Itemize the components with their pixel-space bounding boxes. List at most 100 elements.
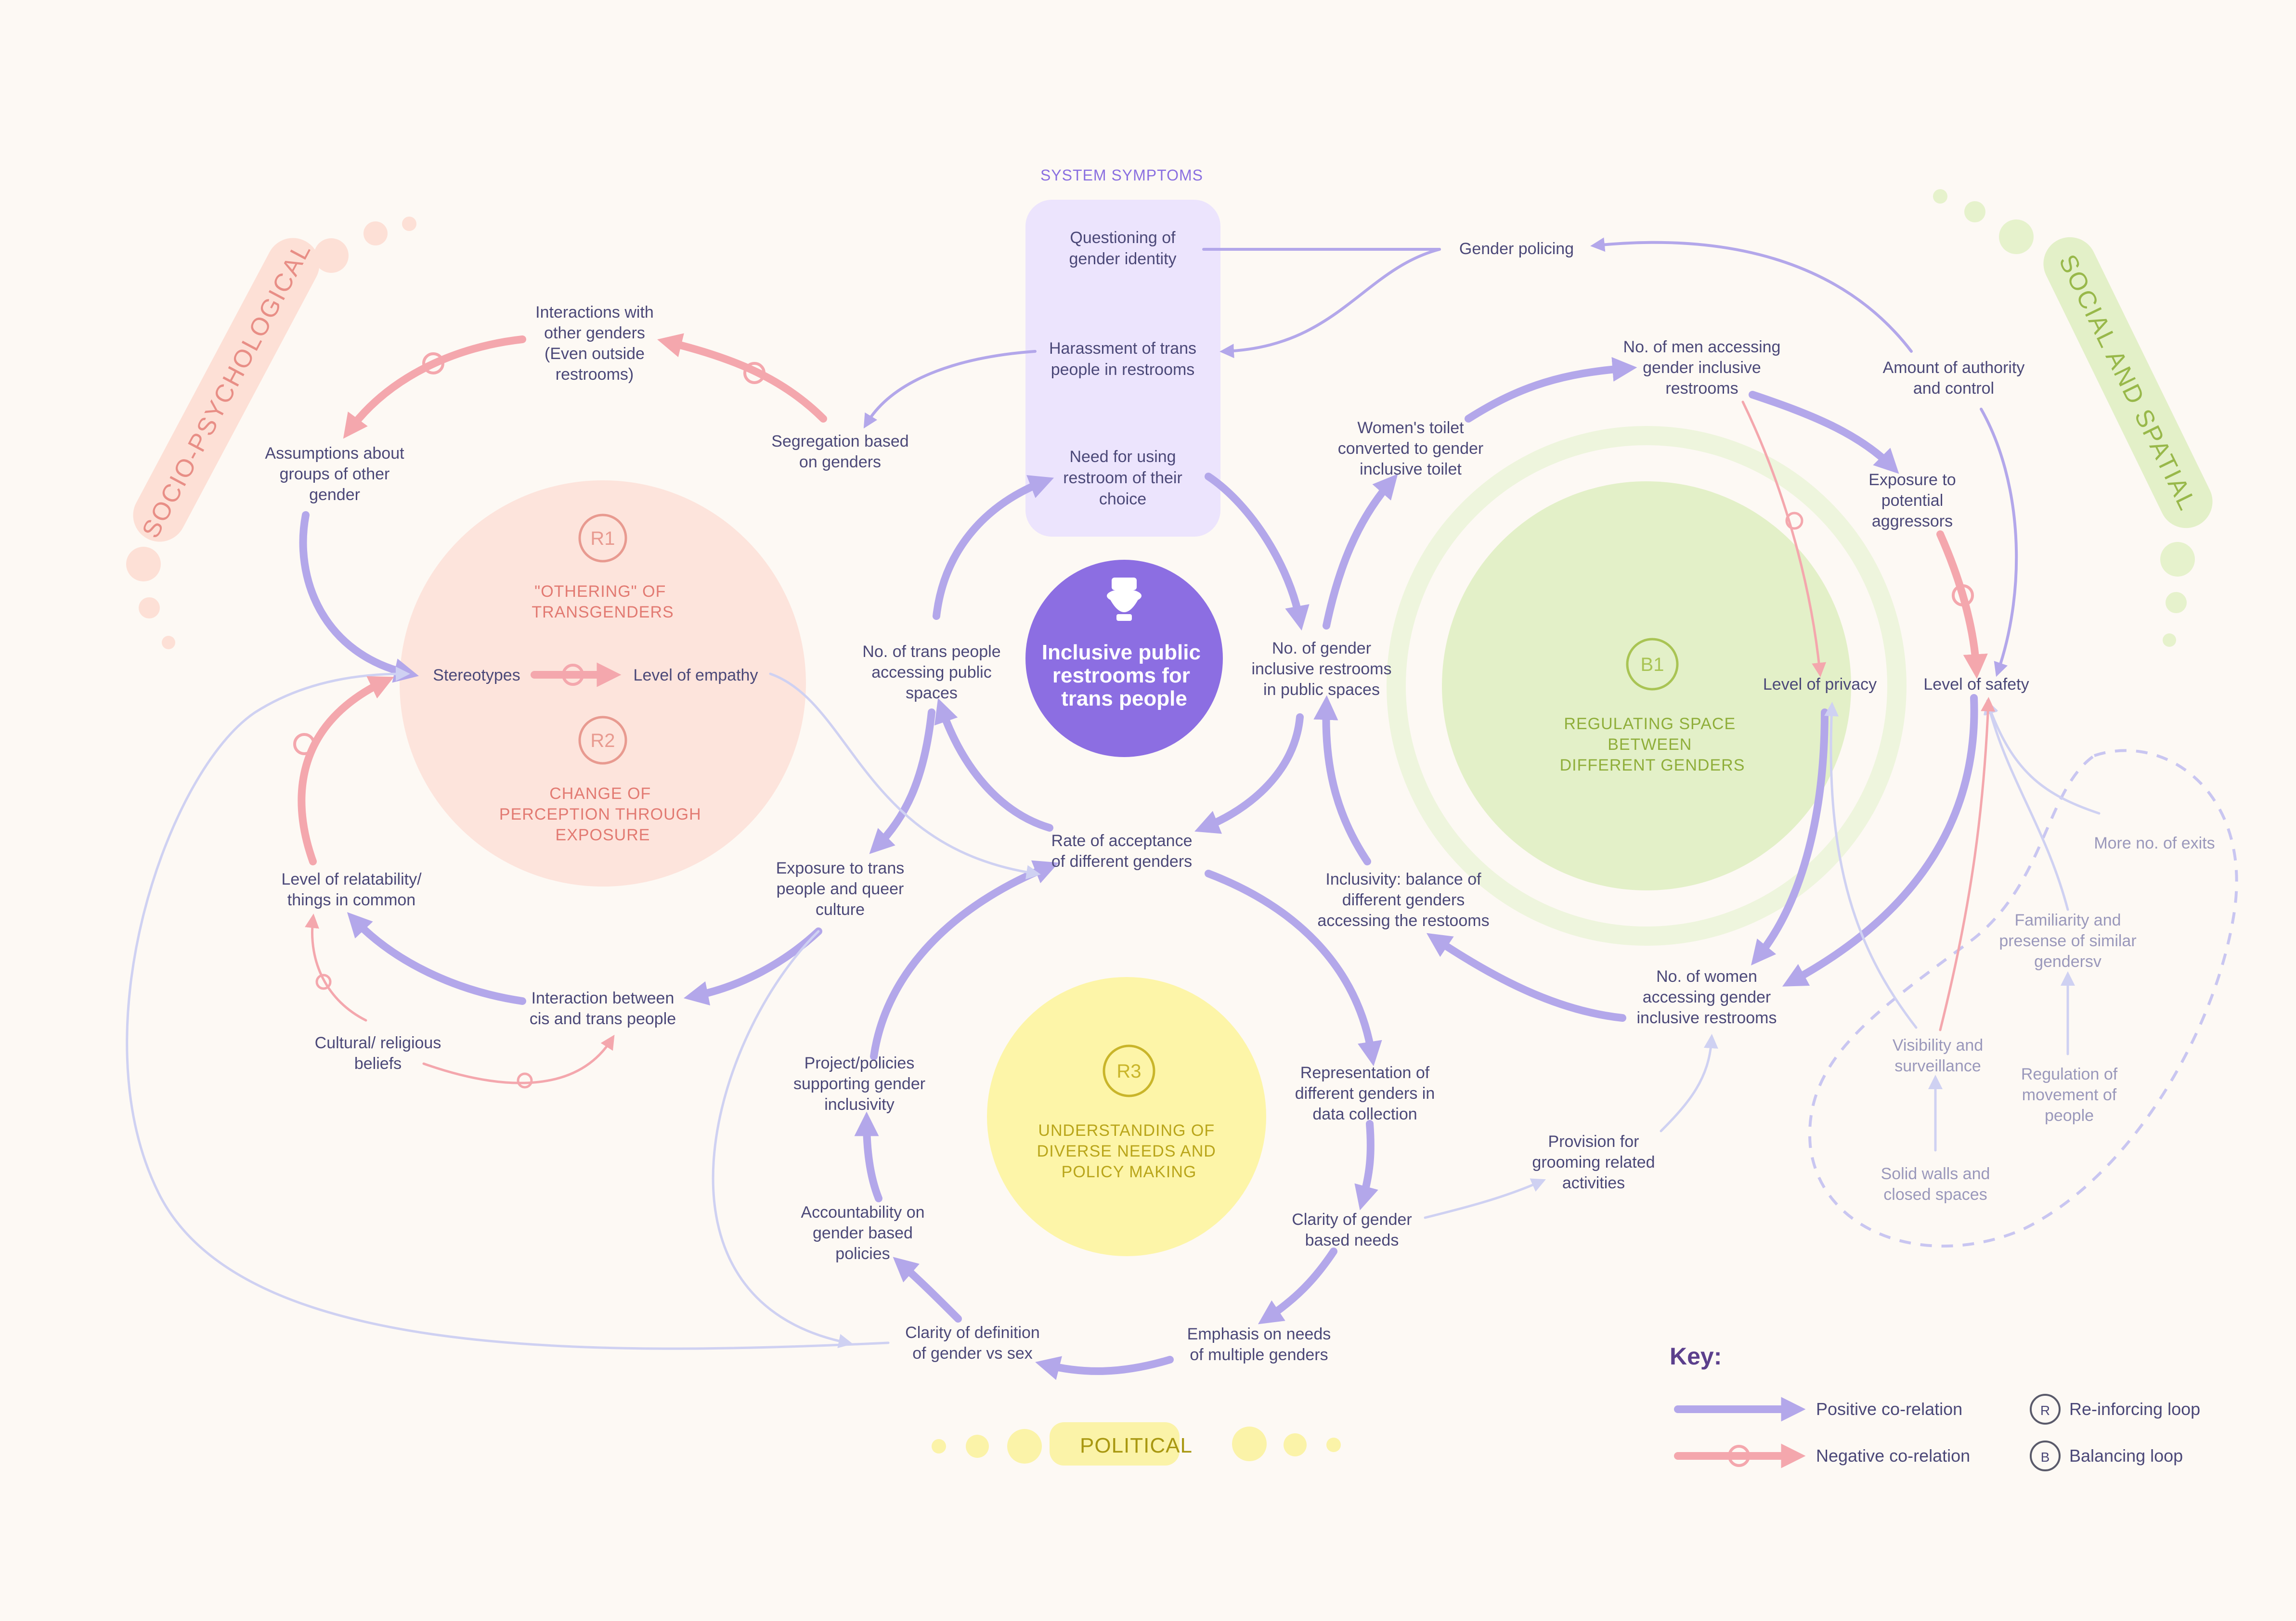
legend-balancing-symbol-text: B [2041,1450,2050,1465]
decor-dot [314,238,349,273]
loop-title-line: POLICY MAKING [1062,1163,1197,1181]
loop-title-line: BETWEEN [1608,735,1692,754]
arrow-rate-to-representation [1205,870,1382,1067]
loop-title-line: TRANSGENDERS [532,603,674,621]
loop-r2-badge-text: R2 [590,730,615,751]
legend-balancing-label: Balancing loop [2069,1446,2183,1466]
negative-marker [517,1072,533,1089]
arrow-trans-accessing-to-need [933,475,1054,620]
arrow-need-to-gender-inclusive [1205,473,1310,631]
symptom-need: Need for using restroom of their choice [1063,448,1182,508]
loop-title-line: REGULATING SPACE [1564,715,1736,733]
arrow-grooming-to-women [1660,1034,1718,1132]
decor-dot [1933,189,1947,204]
center-circle [1025,560,1223,757]
arrow-gender-inclusive-to-womens-toilet [1323,474,1398,630]
legend-positive-label: Positive co-relation [1816,1399,1962,1419]
loop-r2-title: CHANGE OF PERCEPTION THROUGH EXPOSURE [499,785,706,844]
arrow-interactions-to-assumptions [343,335,526,439]
loop-b1-outer-ring [1387,426,1907,946]
negative-marker [293,733,315,755]
arrow-visibility-to-safety [1939,697,1996,1031]
loop-b1-label: B1 REGULATING SPACE BETWEEN DIFFERENT GE… [1560,638,1745,774]
line-exits-to-safety [1985,699,2101,815]
loop-r2-badge [578,716,627,765]
node-line: Questioning of [1070,229,1176,247]
arrow-assumptions-to-stereotypes [299,511,419,683]
decor-dot [966,1435,989,1458]
decor-dot [363,221,388,245]
loop-title-line: UNDERSTANDING OF [1038,1121,1215,1140]
decor-dot [1326,1438,1341,1452]
decor-dot [1232,1427,1267,1461]
arrow-representation-to-clarity-needs [1354,1120,1378,1210]
node-line: Harassment of trans [1049,339,1196,358]
loop-title-line: DIFFERENT GENDERS [1560,756,1745,774]
center-title: Inclusive public restrooms for trans peo… [1042,641,1206,710]
decor-dot [1284,1433,1307,1456]
loop-r1-badge [578,514,627,563]
negative-connectors [293,333,1996,1089]
node-safety: Level of safety [1923,675,2029,694]
node-line: choice [1099,490,1146,508]
arrow-harassment-to-segregation [863,350,1037,429]
political-pill [1050,1422,1180,1466]
arrow-authority-to-safety [1980,408,2018,677]
arrow-cultural-to-relatability [305,913,367,1022]
arrow-rate-to-trans-accessing [934,698,1053,832]
node-empathy: Level of empathy [634,666,758,684]
decor-dot [932,1439,946,1454]
political-domain: POLITICAL [932,1422,1341,1466]
social-spatial-pill [2043,237,2213,528]
node-relatability: Level of relatability/things in common [281,870,422,909]
arrow-women-to-inclusivity [1426,933,1626,1022]
arrow-cultural-to-interaction [422,1034,615,1084]
negative-marker [1952,584,1974,606]
legend-negative-label: Negative co-relation [1816,1446,1970,1466]
negative-marker [1785,512,1803,530]
negative-marker [315,974,332,990]
center-line: Inclusive public [1042,641,1201,664]
loop-title-line: PERCEPTION THROUGH [499,805,701,823]
loop-title-line: EXPOSURE [556,826,650,844]
node-line: Need for using [1069,448,1176,466]
loop-r1-badge-text: R1 [590,528,615,549]
arrow-clarity-needs-to-emphasis [1258,1248,1337,1325]
loop-title-line: CHANGE OF [549,785,651,803]
center-line: restrooms for [1052,664,1190,687]
arrow-emphasis-to-clarity-definition [1035,1356,1174,1380]
loop-title-line: "OTHERING" OF [534,582,666,601]
loop-title-line: DIVERSE NEEDS AND [1037,1142,1216,1160]
loop-r3-bubble [987,977,1266,1256]
positive-connectors [299,357,1978,1380]
system-symptoms-header: SYSTEM SYMPTOMS [1040,167,1203,184]
arrow-gender-inclusive-to-rate [1194,713,1304,834]
node-line: restroom of their [1063,469,1182,487]
node-privacy: Level of privacy [1763,675,1877,694]
arrow-empathy-to-rate [769,672,1041,880]
socio-psychological-label: SOCIO-PSYCHOLOGICAL [137,238,317,543]
decor-dot [1999,219,2034,254]
arrow-exposure-to-clarity-definition [712,930,853,1349]
